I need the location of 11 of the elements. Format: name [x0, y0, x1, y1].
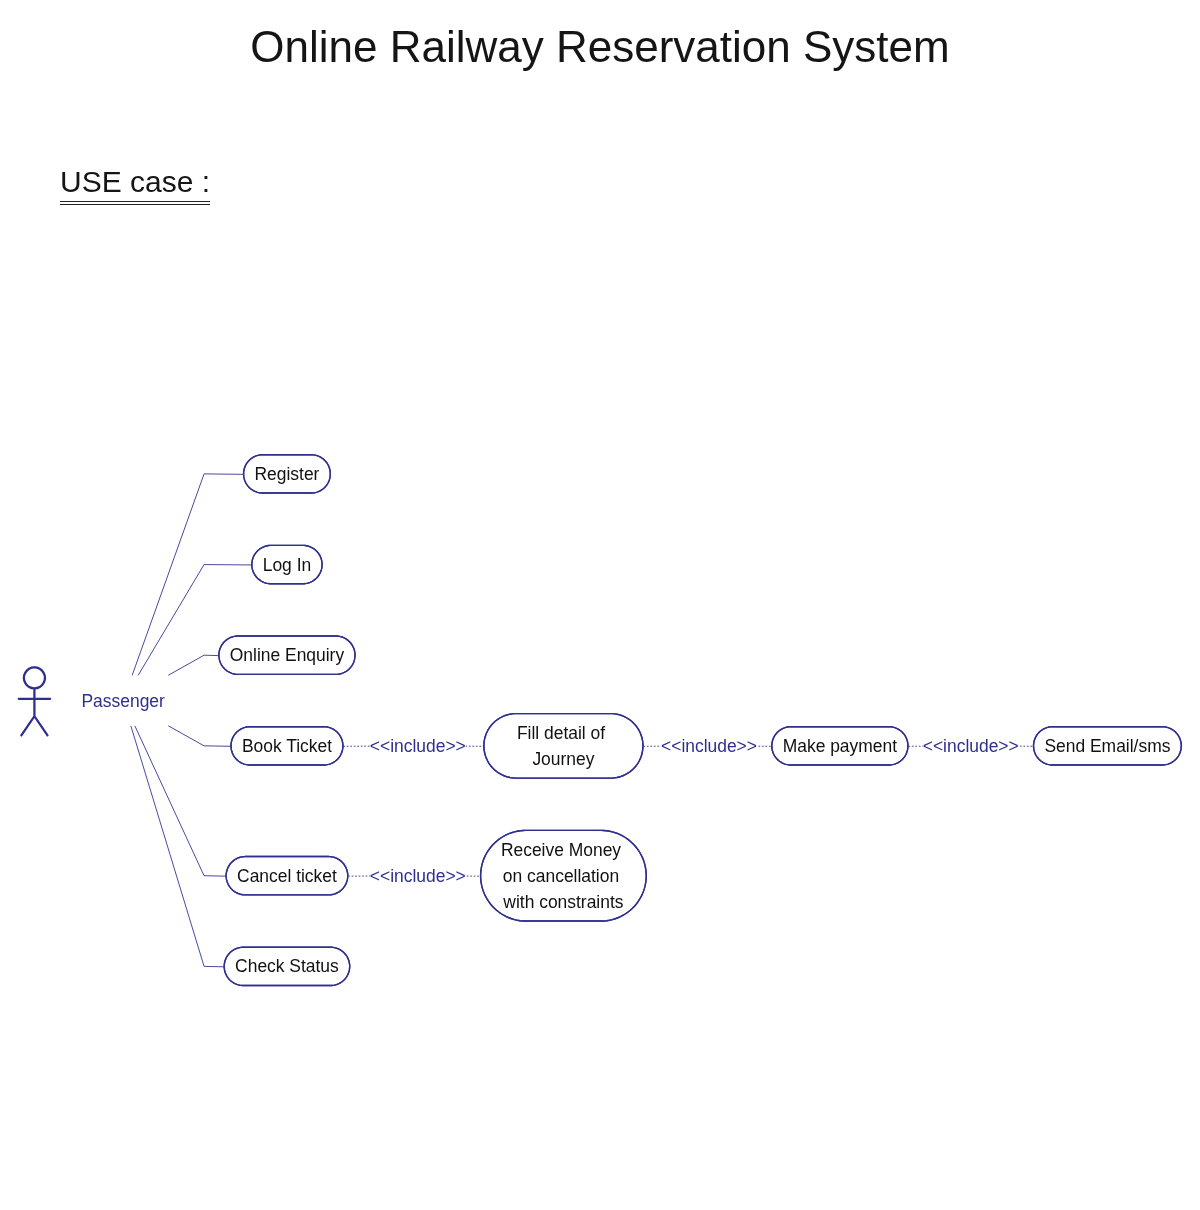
edge-label: <<include>> — [369, 866, 466, 886]
connector — [167, 725, 232, 747]
connector — [130, 725, 226, 968]
connector — [167, 654, 220, 676]
edge-label: <<include>> — [369, 736, 466, 756]
connector — [137, 563, 253, 676]
diagram-title: Online Railway Reservation System — [249, 22, 951, 72]
section-heading: USE case : — [60, 165, 211, 205]
edge-label: <<include>> — [661, 736, 757, 756]
node-text: Passenger — [81, 690, 165, 710]
edge-label: <<include>> — [922, 736, 1019, 756]
